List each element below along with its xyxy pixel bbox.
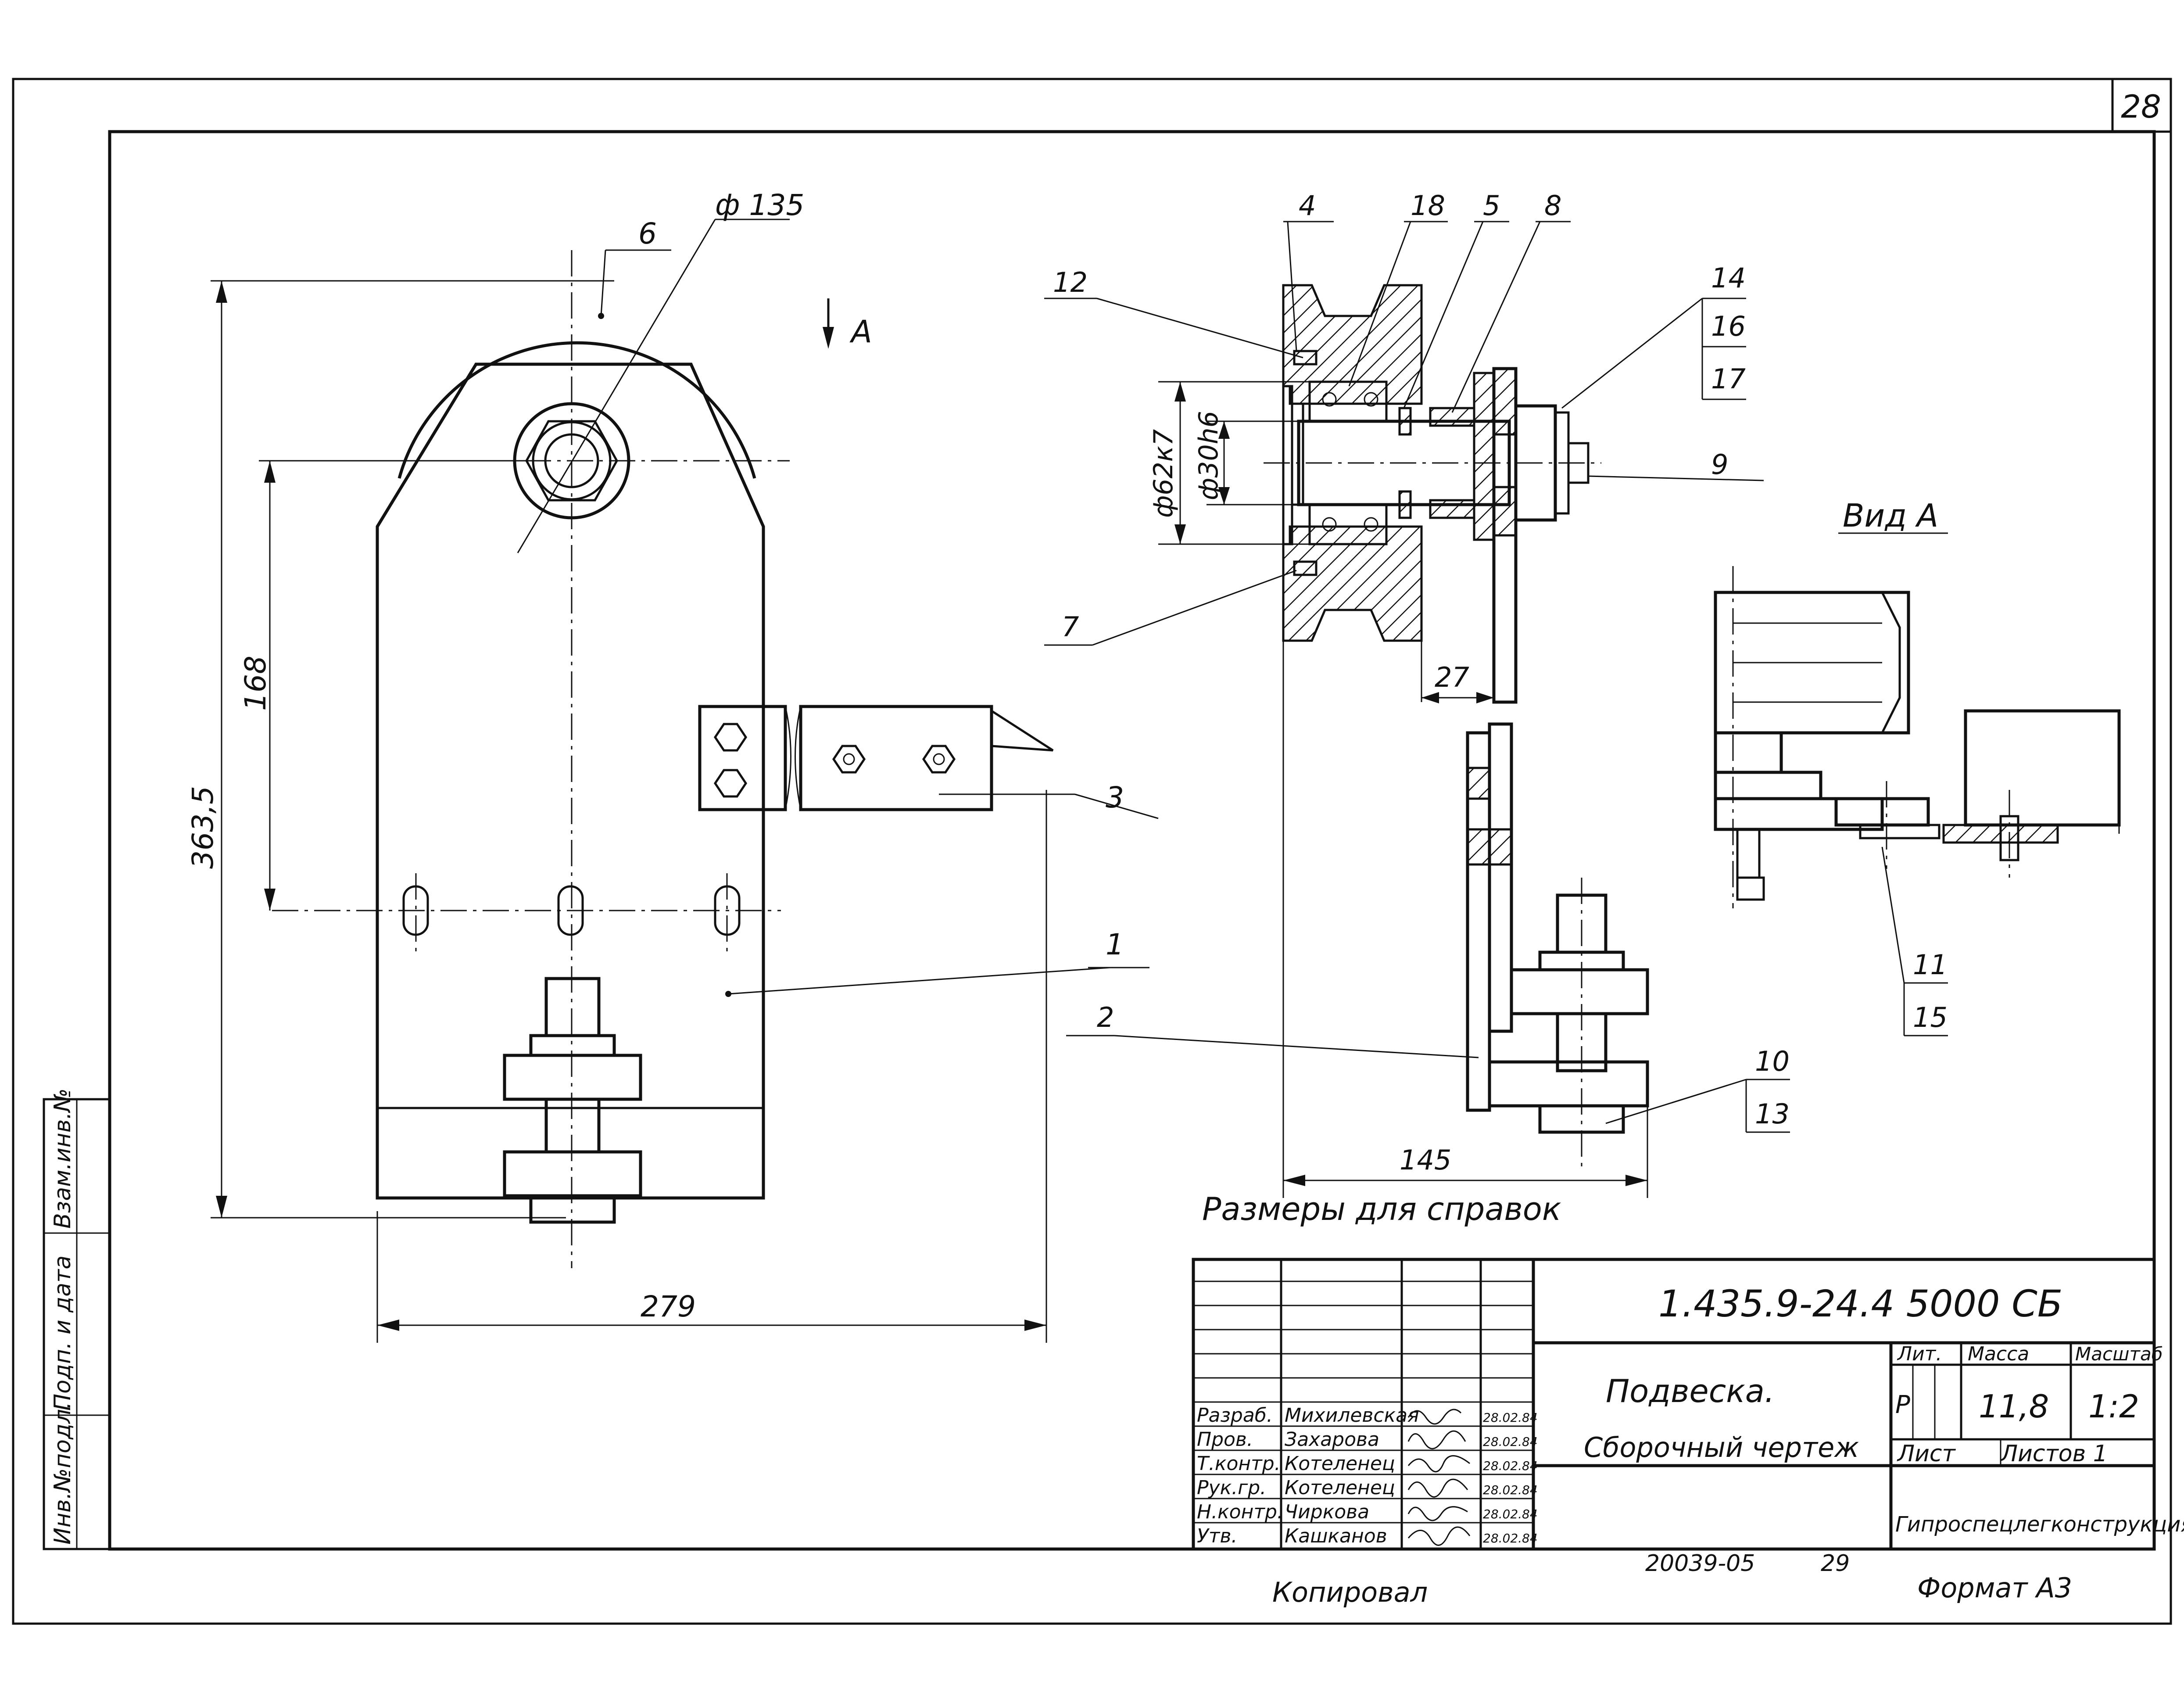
date-2: 28.02.84 [1483, 1459, 1538, 1473]
pulley-section-bottom [1282, 525, 1423, 642]
footer-format: Формат А3 [1917, 1572, 2072, 1604]
mass-value: 11,8 [1979, 1388, 2049, 1425]
name-0: Михилевская [1285, 1404, 1419, 1427]
title-block: Разраб. Михилевская 28.02.84 Пров. Захар… [1192, 1258, 2184, 1551]
left-strip: Инв.№подл. Подп. и дата Взам.инв.№ [43, 1088, 111, 1550]
scale-header: Масштаб [2075, 1343, 2163, 1365]
role-4: Н.контр. [1197, 1501, 1283, 1523]
dim-62k7: ф62к7 [1148, 429, 1179, 518]
pulley-disc [397, 341, 756, 479]
callout-13: 13 [1755, 1098, 1790, 1130]
footer-copied: Копировал [1272, 1576, 1428, 1608]
name-3: Котеленец [1285, 1477, 1395, 1499]
dim-168: 168 [239, 656, 272, 711]
name-5: Кашканов [1285, 1525, 1387, 1547]
date-0: 28.02.84 [1483, 1410, 1538, 1425]
dim-30h6: ф30h6 [1193, 411, 1224, 500]
view-a-title: Вид А [1843, 497, 1938, 534]
name-1: Захарова [1285, 1428, 1379, 1451]
callout-2: 2 [1097, 1001, 1114, 1033]
callout-14: 14 [1711, 262, 1746, 294]
role-3: Рук.гр. [1197, 1477, 1266, 1499]
section-view: 27 145 ф62к7 ф30h6 4 18 5 8 [1044, 190, 1790, 1227]
sheets-label: Листов 1 [2000, 1441, 2108, 1467]
name-2: Котеленец [1285, 1452, 1395, 1475]
page-frame [12, 78, 2172, 1625]
date-5: 28.02.84 [1483, 1531, 1538, 1546]
page-number-box [2111, 79, 2171, 133]
footer-page: 29 [1821, 1550, 1850, 1577]
dim-279: 279 [641, 1290, 696, 1323]
doc-code: 1.435.9-24.4 5000 СБ [1658, 1282, 2062, 1325]
bracket-right [799, 705, 993, 811]
callout-5: 5 [1483, 190, 1500, 222]
footer-order: 20039-05 [1645, 1550, 1755, 1577]
callout-4: 4 [1299, 190, 1316, 222]
lit-value: Р [1895, 1391, 1910, 1419]
date-3: 28.02.84 [1483, 1483, 1538, 1497]
role-1: Пров. [1197, 1428, 1253, 1451]
callout-15: 15 [1913, 1001, 1948, 1033]
callout-3: 3 [1106, 781, 1124, 814]
dim-145: 145 [1400, 1144, 1451, 1176]
dim-27: 27 [1435, 661, 1469, 693]
callout-8: 8 [1544, 190, 1561, 222]
callout-10: 10 [1755, 1045, 1790, 1077]
callout-9: 9 [1711, 448, 1728, 481]
view-a: Вид А 11 15 [1714, 497, 2121, 1036]
sheet-label: Лист [1897, 1441, 1956, 1467]
callout-11: 11 [1913, 949, 1948, 981]
callout-18: 18 [1411, 190, 1445, 222]
product-name: Подвеска. [1606, 1373, 1775, 1409]
mass-header: Масса [1968, 1343, 2029, 1365]
hanger-plate [376, 362, 765, 1200]
page-number: 28 [2121, 88, 2161, 125]
callout-6: 6 [638, 217, 657, 251]
drawing-frame [108, 130, 2156, 1551]
callout-1: 1 [1106, 928, 1124, 961]
strip-inv-no: Инв.№подл. [50, 1402, 76, 1545]
pulley-section-top [1282, 284, 1423, 405]
lit-header: Лит. [1897, 1343, 1942, 1365]
callout-7: 7 [1062, 611, 1079, 643]
callout-17: 17 [1711, 363, 1746, 395]
doc-type: Сборочный чертеж [1584, 1431, 1859, 1463]
strip-replace-inv: Взам.инв.№ [50, 1088, 76, 1229]
date-4: 28.02.84 [1483, 1507, 1538, 1521]
strip-sign-date: Подп. и дата [50, 1255, 76, 1411]
role-0: Разраб. [1197, 1404, 1273, 1427]
name-4: Чиркова [1285, 1501, 1369, 1523]
role-2: Т.контр. [1197, 1452, 1281, 1475]
callout-12: 12 [1053, 266, 1088, 298]
scale-value: 1:2 [2088, 1388, 2139, 1425]
dim-3635: 363,5 [186, 786, 220, 869]
view-arrow-label: А [849, 314, 872, 350]
reference-dims-note: Размеры для справок [1202, 1191, 1561, 1227]
callout-16: 16 [1711, 310, 1746, 342]
role-5: Утв. [1197, 1525, 1237, 1547]
bracket-left [698, 705, 787, 811]
date-1: 28.02.84 [1483, 1434, 1538, 1449]
front-view: 6 ф 135 А 3 1 [186, 188, 1159, 1343]
diameter-135: ф 135 [715, 188, 804, 222]
organization: Гипроспецлегконструкция [1895, 1512, 2184, 1537]
